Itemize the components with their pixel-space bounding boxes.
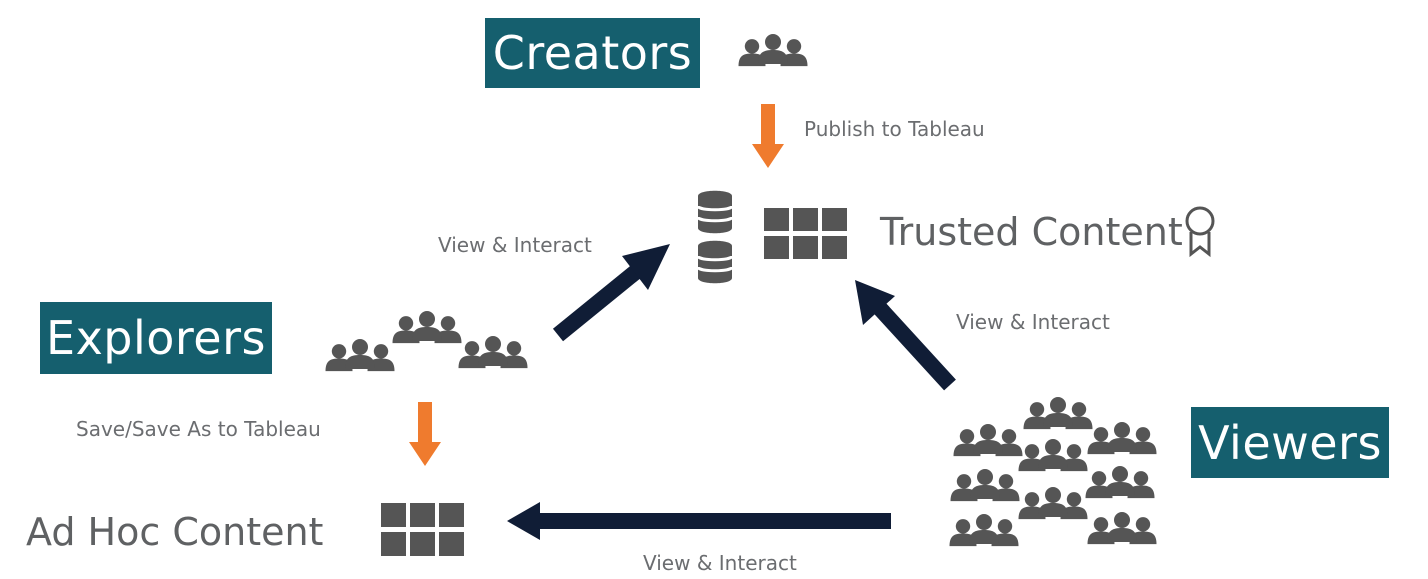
viewers-view-trusted-label: View & Interact xyxy=(956,310,1110,334)
ribbon-badge-icon xyxy=(1185,206,1215,258)
publish-label: Publish to Tableau xyxy=(804,117,985,141)
trusted-content-label: Trusted Content xyxy=(880,210,1183,254)
trusted-grid-icon xyxy=(764,208,847,259)
creators-text: Creators xyxy=(492,26,693,80)
publish-arrow xyxy=(752,104,784,168)
explorers-label: Explorers xyxy=(40,302,272,374)
database-icon xyxy=(696,190,734,284)
viewers-text: Viewers xyxy=(1198,415,1382,470)
save-label: Save/Save As to Tableau xyxy=(76,417,321,441)
explorers-text: Explorers xyxy=(46,311,266,365)
adhoc-grid-icon xyxy=(381,503,464,556)
viewers-view-adhoc-label: View & Interact xyxy=(643,551,797,575)
viewers-label: Viewers xyxy=(1191,407,1389,478)
adhoc-content-label: Ad Hoc Content xyxy=(26,510,324,554)
explorers-view-label: View & Interact xyxy=(438,233,592,257)
save-arrow xyxy=(409,402,441,466)
creators-label: Creators xyxy=(485,18,700,88)
